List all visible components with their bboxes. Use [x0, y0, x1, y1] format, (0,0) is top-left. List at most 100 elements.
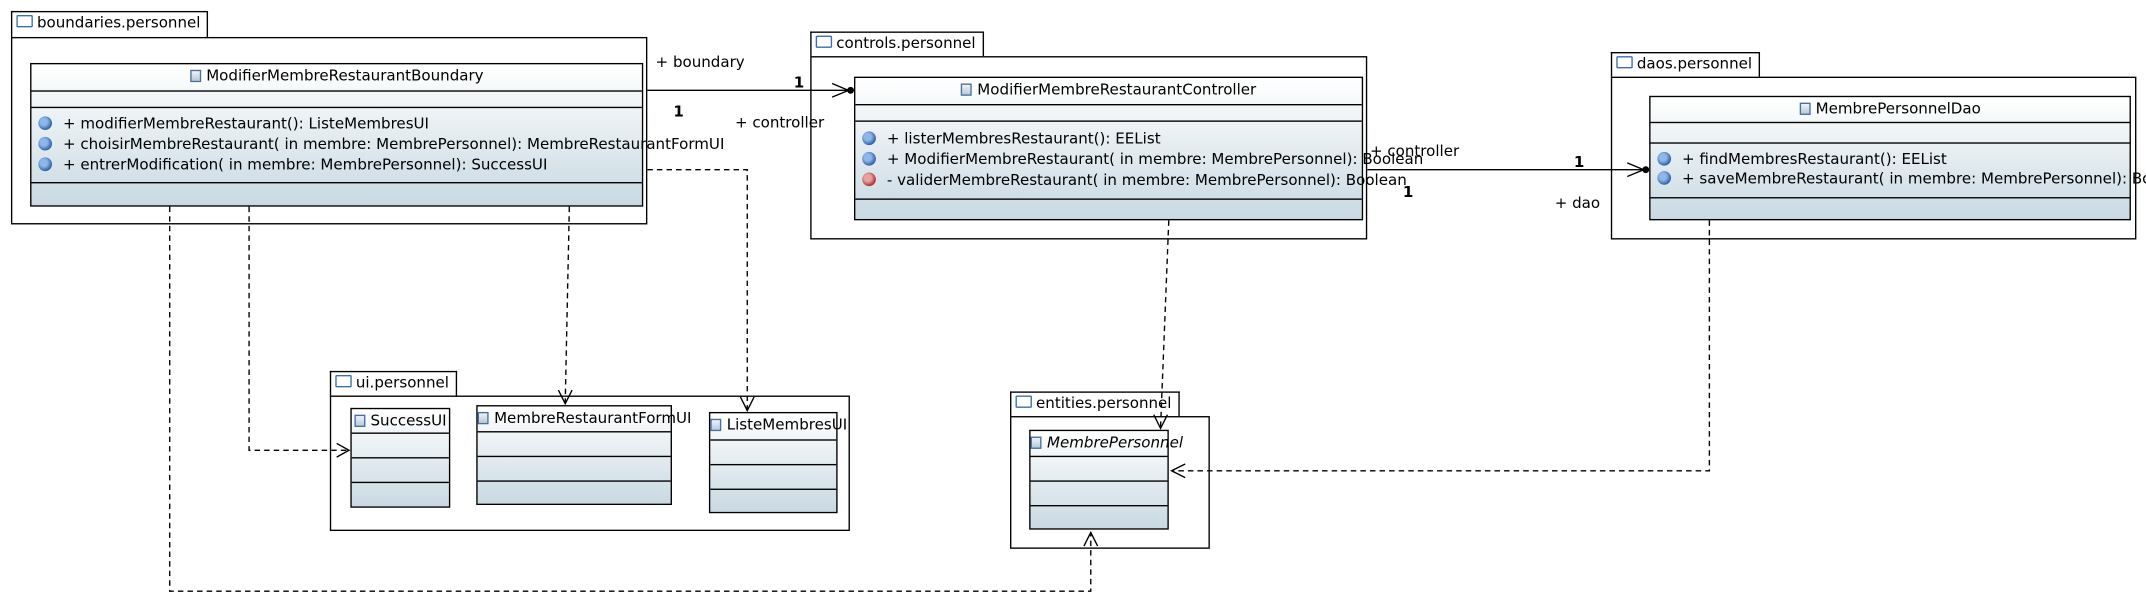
dependency-arrowhead	[1083, 530, 1099, 547]
compartment-divider	[477, 431, 671, 433]
package-name: boundaries.personnel	[36, 13, 201, 32]
role-label-controller: + controller	[1369, 142, 1460, 161]
class-icon	[1799, 102, 1811, 115]
operation[interactable]: + modifierMembreRestaurant(): ListeMembr…	[38, 115, 429, 133]
compartment-divider	[351, 432, 449, 434]
class-liste-membres-ui[interactable]: ListeMembresUI	[708, 411, 847, 514]
dependency-boundary-listeui[interactable]	[647, 169, 748, 410]
class-name-text: ModifierMembreRestaurantBoundary	[206, 67, 484, 85]
package-name: ui.personnel	[355, 373, 449, 392]
class-icon	[960, 83, 972, 96]
public-operation-icon	[1657, 171, 1672, 185]
multiplicity-label: 1	[1402, 183, 1414, 202]
class-name: ModifierMembreRestaurantBoundary	[31, 64, 641, 89]
package-tab-boundaries[interactable]: boundaries.personnel	[10, 10, 209, 37]
folder-icon	[335, 374, 352, 388]
package-name: daos.personnel	[1636, 54, 1753, 73]
compartment-divider	[855, 104, 1362, 106]
operation[interactable]: + findMembresRestaurant(): EEList	[1657, 150, 1947, 169]
folder-icon	[815, 35, 833, 48]
role-label-dao: + dao	[1554, 194, 1601, 213]
compartment-divider	[351, 481, 449, 484]
folder-icon	[16, 15, 33, 28]
compartment-divider	[710, 439, 837, 441]
compartment-divider	[1650, 121, 2130, 124]
compartment-divider	[477, 455, 671, 458]
class-membre-personnel-dao[interactable]: MembrePersonnelDao + findMembresRestaura…	[1649, 95, 2146, 221]
dependency-arrowhead	[1153, 414, 1169, 430]
package-tab-entities[interactable]: entities.personnel	[1010, 391, 1180, 418]
role-label-controller: + controller	[734, 113, 825, 132]
owned-end-dot	[847, 86, 855, 94]
dependency-arrowhead	[739, 396, 755, 413]
class-icon	[189, 69, 201, 83]
private-operation-icon	[862, 172, 876, 187]
class-modifier-membre-restaurant-controller[interactable]: ModifierMembreRestaurantController + lis…	[854, 76, 1423, 221]
class-success-ui[interactable]: SuccessUI	[350, 407, 451, 508]
compartment-divider	[1030, 505, 1168, 507]
package-tab-controls[interactable]: controls.personnel	[810, 31, 984, 58]
compartment-divider	[1650, 142, 2130, 144]
class-icon	[1030, 436, 1042, 449]
dependency-arrowhead	[336, 442, 351, 458]
owned-end-dot	[1642, 166, 1650, 174]
compartment-divider	[351, 457, 449, 459]
package-tab-daos[interactable]: daos.personnel	[1610, 52, 1761, 79]
role-label-boundary: + boundary	[655, 53, 745, 72]
class-icon	[477, 411, 489, 425]
compartment-divider	[477, 480, 671, 482]
operation[interactable]: + choisirMembreRestaurant( in membre: Me…	[38, 135, 724, 153]
dependency-boundary-successui[interactable]	[248, 206, 348, 451]
folder-icon	[1015, 395, 1032, 408]
class-name-text: MembreRestaurantFormUI	[494, 409, 692, 428]
public-operation-icon	[1657, 151, 1672, 166]
compartment-divider	[31, 182, 642, 184]
class-name: MembreRestaurantFormUI	[477, 406, 691, 431]
operation-text: + entrerModification( in membre: MembreP…	[62, 156, 548, 174]
class-membre-restaurant-form-ui[interactable]: MembreRestaurantFormUI	[476, 405, 691, 506]
class-name: ModifierMembreRestaurantController	[855, 78, 1361, 103]
class-icon	[710, 418, 722, 432]
operation-text: + ModifierMembreRestaurant( in membre: M…	[886, 150, 1424, 169]
dependency-boundary-membre[interactable]	[169, 206, 1092, 592]
compartment-divider	[855, 120, 1362, 122]
compartment-divider	[31, 106, 642, 109]
dependency-dao-membre[interactable]	[1172, 220, 1711, 472]
operation-text: + choisirMembreRestaurant( in membre: Me…	[62, 135, 725, 154]
package-tab-ui[interactable]: ui.personnel	[329, 370, 458, 397]
folder-icon	[1616, 56, 1633, 69]
operation[interactable]: - validerMembreRestaurant( in membre: Me…	[862, 171, 1407, 189]
operation[interactable]: + saveMembreRestaurant( in membre: Membr…	[1657, 170, 2146, 188]
class-membre-personnel[interactable]: MembrePersonnel	[1029, 429, 1183, 530]
public-operation-icon	[38, 157, 53, 172]
compartment-divider	[31, 90, 642, 92]
class-name-text: ModifierMembreRestaurantController	[977, 80, 1257, 99]
dependency-arrowhead	[557, 389, 573, 406]
dependency-boundary-formui[interactable]	[564, 206, 571, 403]
compartment-divider	[1030, 480, 1168, 482]
multiplicity-label: 1	[1573, 153, 1585, 172]
public-operation-icon	[38, 116, 53, 131]
package-name: controls.personnel	[836, 34, 976, 53]
operation-text: + saveMembreRestaurant( in membre: Membr…	[1682, 169, 2146, 188]
class-modifier-membre-restaurant-boundary[interactable]: ModifierMembreRestaurantBoundary + modif…	[30, 62, 724, 207]
class-name-text: MembrePersonnel	[1046, 433, 1184, 452]
class-name: MembrePersonnelDao	[1651, 97, 2130, 122]
public-operation-icon	[862, 151, 876, 166]
operation[interactable]: + entrerModification( in membre: MembreP…	[38, 156, 547, 174]
multiplicity-label: 1	[673, 102, 684, 121]
public-operation-icon	[862, 131, 876, 146]
dependency-controller-membre[interactable]	[1159, 220, 1170, 428]
dependency-arrowhead	[1169, 463, 1186, 479]
public-operation-icon	[38, 136, 53, 151]
operation-text: + listerMembresRestaurant(): EEList	[886, 130, 1161, 148]
compartment-divider	[855, 198, 1362, 200]
operation[interactable]: + ModifierMembreRestaurant( in membre: M…	[862, 151, 1423, 169]
compartment-divider	[1650, 197, 2130, 199]
operation-text: + findMembresRestaurant(): EEList	[1682, 150, 1947, 169]
operation-text: + modifierMembreRestaurant(): ListeMembr…	[62, 114, 430, 133]
operation[interactable]: + listerMembresRestaurant(): EEList	[862, 130, 1161, 148]
class-icon	[354, 414, 366, 428]
